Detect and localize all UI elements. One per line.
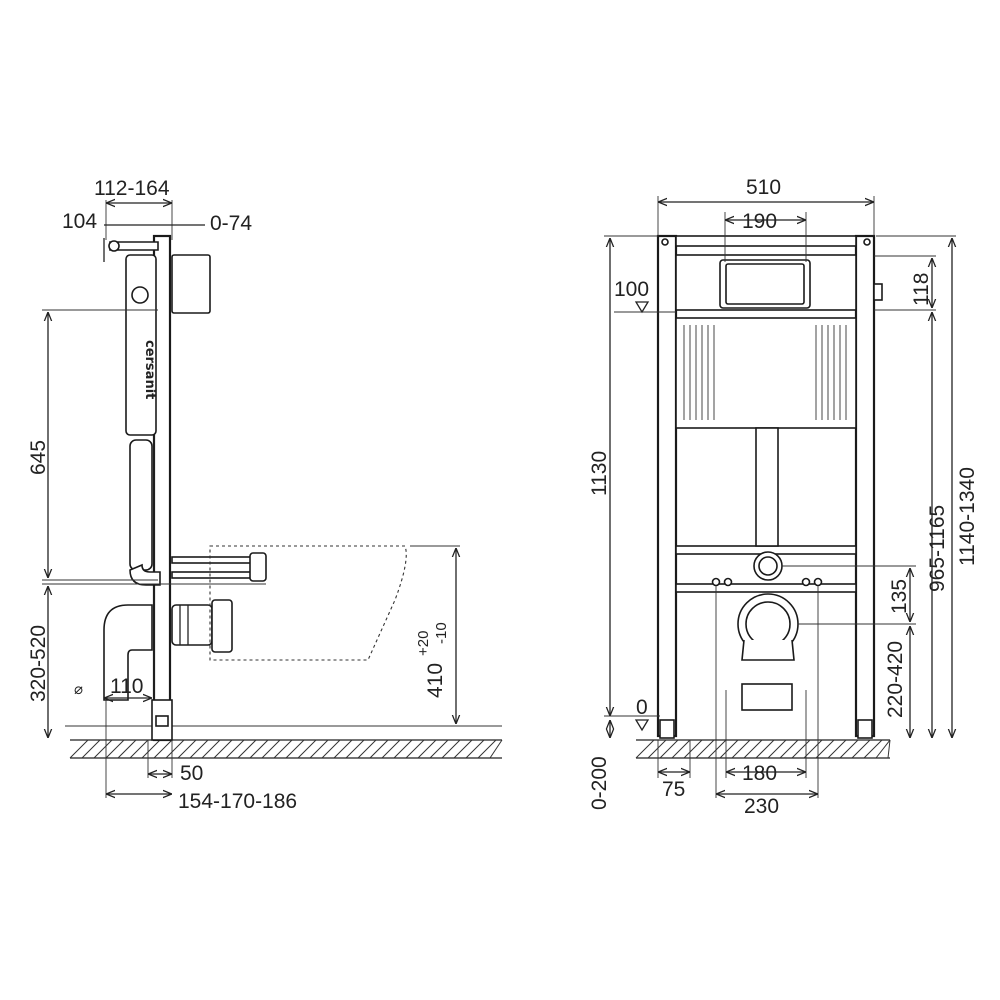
dim-410-tol-plus: +20 xyxy=(415,631,432,656)
floor-hatch-line xyxy=(489,739,503,759)
floor-hatch-line xyxy=(237,739,257,759)
floor-hatch-line xyxy=(285,739,305,759)
floor-hatch-line xyxy=(345,739,365,759)
floor-hatch-line xyxy=(429,739,449,759)
floor-hatch-line xyxy=(839,739,859,759)
dim-110: 110 xyxy=(110,675,143,698)
floor-hatch-line xyxy=(297,739,317,759)
dim-410-tol-minus: -10 xyxy=(433,622,450,644)
side-view: cersanit 112-164 104 xyxy=(27,177,503,813)
dim-154-170-186: 154-170-186 xyxy=(178,790,297,813)
brand-logo: cersanit xyxy=(142,340,157,399)
dim-1140-1340: 1140-1340 xyxy=(956,467,979,566)
dim-50: 50 xyxy=(180,762,203,785)
floor-hatch-line xyxy=(803,739,823,759)
dim-180: 180 xyxy=(742,762,777,785)
floor-hatch-line xyxy=(93,739,113,759)
dim-320-520: 320-520 xyxy=(27,625,50,702)
floor-hatch-line xyxy=(683,739,703,759)
front-view: 510 190 100 118 1130 965-1165 1140-1340 xyxy=(588,176,979,818)
floor-hatch-line xyxy=(213,739,233,759)
floor-hatch-line xyxy=(731,739,751,759)
dim-190: 190 xyxy=(742,210,777,233)
floor-hatch-line xyxy=(321,739,341,759)
floor-hatch-line xyxy=(791,739,811,759)
dim-135: 135 xyxy=(888,579,911,614)
dim-1130: 1130 xyxy=(588,451,611,496)
floor-hatch-line xyxy=(453,739,473,759)
floor-hatch-line xyxy=(827,739,847,759)
floor-hatch-line xyxy=(261,739,281,759)
floor-hatch-line xyxy=(189,739,209,759)
floor-hatch-line xyxy=(333,739,353,759)
floor-hatch-line xyxy=(659,739,679,759)
floor-hatch-line xyxy=(225,739,245,759)
floor-hatch-line xyxy=(129,739,149,759)
floor-hatch-line xyxy=(405,739,425,759)
floor-hatch-line xyxy=(707,739,727,759)
floor-hatch-line xyxy=(393,739,413,759)
floor-hatch-line xyxy=(369,739,389,759)
side-dimensions: 112-164 104 0-74 645 320-520 110 ⌀ 50 15… xyxy=(27,177,460,813)
front-floor xyxy=(635,739,891,759)
dim-0-74: 0-74 xyxy=(210,212,252,235)
dim-0: 0 xyxy=(636,696,648,719)
dim-410: 410 xyxy=(424,663,447,698)
floor-hatch-line xyxy=(165,739,185,759)
dim-645: 645 xyxy=(27,440,50,475)
floor-hatch-line xyxy=(719,739,739,759)
floor-hatch-line xyxy=(105,739,125,759)
floor-hatch-line xyxy=(465,739,485,759)
floor-hatch-line xyxy=(779,739,799,759)
floor-hatch-line xyxy=(441,739,461,759)
floor-hatch-line xyxy=(153,739,173,759)
floor-hatch-line xyxy=(81,739,101,759)
floor-hatch-line xyxy=(743,739,763,759)
floor-hatch-line xyxy=(357,739,377,759)
floor-hatch-line xyxy=(477,739,497,759)
front-frame xyxy=(656,234,883,739)
dim-112-164: 112-164 xyxy=(94,177,170,200)
dim-100: 100 xyxy=(614,278,649,301)
dim-220-420: 220-420 xyxy=(884,641,907,718)
floor-hatch-line xyxy=(201,739,221,759)
floor-hatch-line xyxy=(851,739,871,759)
dim-0-200: 0-200 xyxy=(588,756,611,810)
side-floor xyxy=(65,725,503,759)
front-dimensions: 510 190 100 118 1130 965-1165 1140-1340 xyxy=(588,176,979,818)
front-connections xyxy=(711,551,823,711)
floor-hatch-line xyxy=(635,739,655,759)
side-drain-elbow xyxy=(103,599,233,701)
floor-hatch-line xyxy=(647,739,667,759)
floor-hatch-line xyxy=(671,739,691,759)
floor-hatch-line xyxy=(381,739,401,759)
floor-hatch-line xyxy=(249,739,269,759)
floor-hatch-line xyxy=(117,739,137,759)
floor-hatch-line xyxy=(417,739,437,759)
floor-hatch-line xyxy=(875,739,891,759)
floor-hatch-line xyxy=(815,739,835,759)
side-bowl-outline xyxy=(209,545,407,661)
floor-hatch-line xyxy=(69,739,89,759)
dim-104: 104 xyxy=(62,210,97,233)
dim-75: 75 xyxy=(662,778,685,801)
dim-118: 118 xyxy=(910,273,933,306)
floor-hatch-line xyxy=(863,739,883,759)
floor-hatch-line xyxy=(887,739,891,759)
floor-hatch-line xyxy=(767,739,787,759)
floor-hatch-line xyxy=(309,739,329,759)
dim-965-1165: 965-1165 xyxy=(926,505,949,592)
dim-510: 510 xyxy=(746,176,781,199)
floor-hatch-line xyxy=(177,739,197,759)
diameter-symbol: ⌀ xyxy=(74,681,83,698)
side-bolts xyxy=(171,552,267,582)
floor-hatch-line xyxy=(695,739,715,759)
floor-hatch-line xyxy=(273,739,293,759)
floor-hatch-line xyxy=(755,739,775,759)
dim-230: 230 xyxy=(744,795,779,818)
floor-hatch-line xyxy=(141,739,161,759)
front-cistern xyxy=(675,254,857,547)
